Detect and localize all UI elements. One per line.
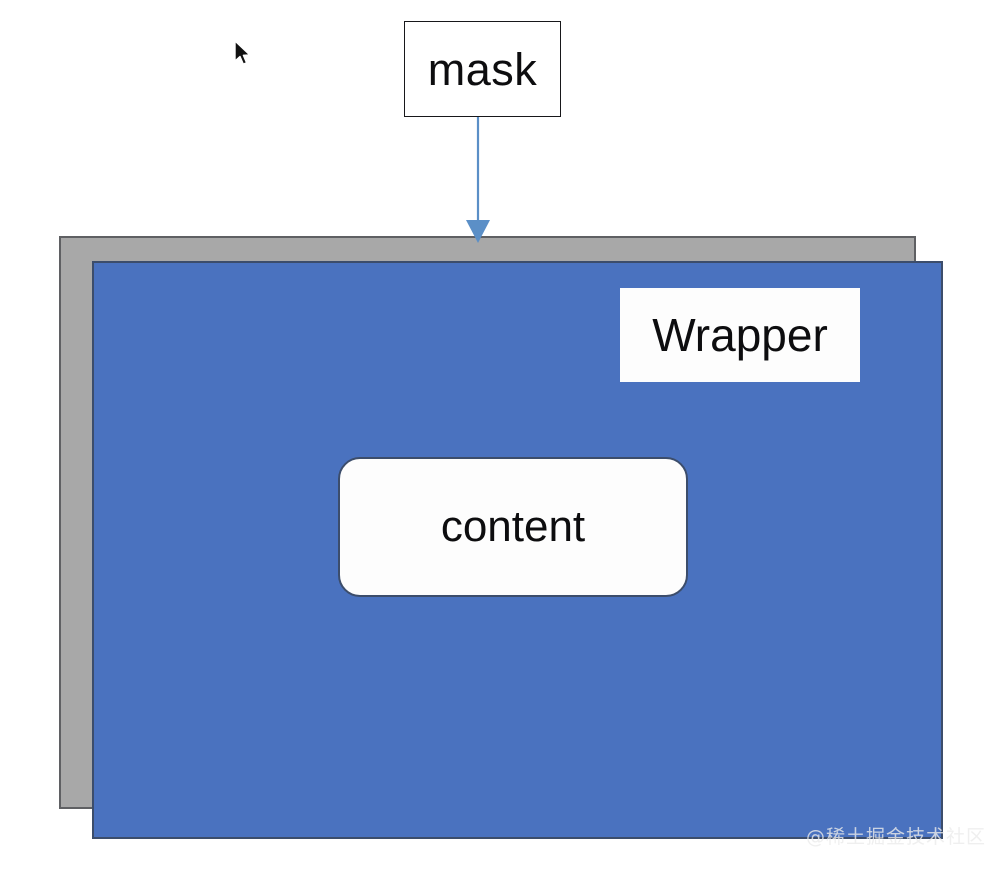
mask-callout-label: mask (427, 43, 538, 95)
arrowhead-icon (466, 220, 490, 243)
content-box: content (338, 457, 688, 597)
wrapper-callout-box: Wrapper (620, 288, 860, 382)
content-box-label: content (440, 502, 586, 551)
wrapper-callout-label: Wrapper (652, 309, 828, 361)
arrow-pointer-icon (234, 40, 251, 65)
mask-callout-box: mask (404, 21, 561, 117)
mask-connector-arrow (466, 110, 490, 243)
